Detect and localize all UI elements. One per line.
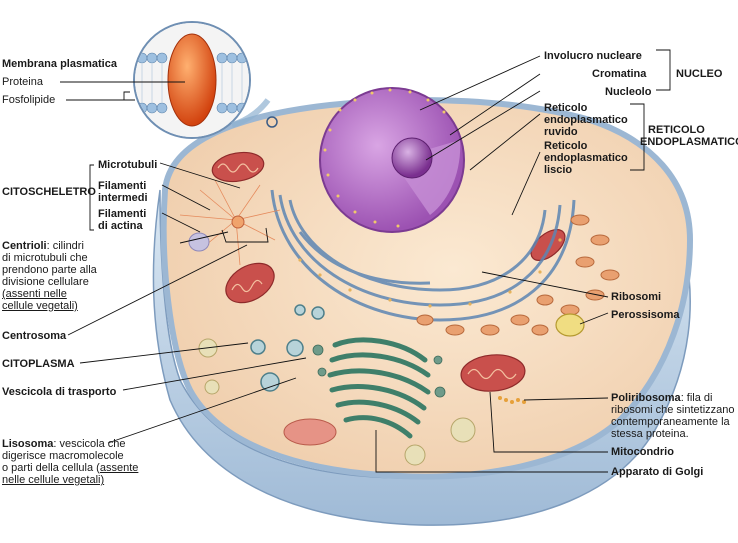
label-citoscheletro: CITOSCHELETRO [2, 186, 96, 198]
label-proteina: Proteina [2, 76, 43, 88]
mitochondrion [530, 229, 566, 261]
leader-lines [60, 49, 671, 473]
label-ribosomi: Ribosomi [611, 291, 662, 303]
label-lisosoma-3: o parti della cellula (assente [2, 462, 139, 474]
polyribosome [498, 396, 526, 404]
label-citoplasma: CITOPLASMA [2, 358, 75, 370]
label-centrioli: Centrioli: cilindri [2, 240, 84, 252]
label-apparato-golgi: Apparato di Golgi [611, 466, 704, 478]
label-nucleolo: Nucleolo [605, 86, 652, 98]
label-filamenti-intermedi-2: intermedi [98, 192, 148, 204]
label-poliribosoma-4: stessa proteina. [611, 428, 689, 440]
membrane-protein [167, 33, 217, 127]
label-mitocondrio: Mitocondrio [611, 446, 674, 458]
transport-vesicles [250, 304, 325, 392]
label-poliribosoma-3: contemporaneamente la [611, 416, 730, 428]
label-rer-2: endoplasmatico [544, 114, 628, 126]
label-vescicola: Vescicola di trasporto [2, 386, 117, 398]
label-involucro-nucleare: Involucro nucleare [544, 50, 642, 62]
label-filamenti-intermedi-1: Filamenti [98, 180, 147, 192]
label-perossisoma: Perossisoma [611, 309, 680, 321]
label-nucleo: NUCLEO [676, 68, 723, 80]
label-reticolo-2: ENDOPLASMATICO [640, 136, 738, 148]
label-rer-1: Reticolo [544, 102, 588, 114]
label-ser-1: Reticolo [544, 140, 588, 152]
label-filamenti-actina-2: di actina [98, 220, 143, 232]
label-reticolo-1: RETICOLO [648, 124, 705, 136]
label-ser-3: liscio [544, 164, 573, 176]
label-centrioli-2: di microtubuli che [2, 252, 88, 264]
label-rer-3: ruvido [544, 126, 578, 138]
label-poliribosoma-2: ribosomi che sintetizzano [611, 404, 735, 416]
label-fosfolipide: Fosfolipide [2, 94, 56, 106]
label-lisosoma-2: digerisce macromolecole [2, 450, 124, 462]
label-cromatina: Cromatina [592, 68, 647, 80]
label-ser-2: endoplasmatico [544, 152, 628, 164]
label-lisosoma: Lisosoma: vescicola che [2, 438, 126, 450]
mitochondrion [225, 262, 275, 304]
lysosome-vesicle [283, 418, 337, 446]
label-centrioli-4: divisione cellulare [2, 276, 89, 288]
label-centrosoma: Centrosoma [2, 330, 67, 342]
endoplasmic-reticulum [270, 189, 576, 322]
label-centrioli-6: cellule vegetali) [2, 300, 78, 312]
label-filamenti-actina-1: Filamenti [98, 208, 147, 220]
nucleolus [391, 137, 433, 179]
peroxisome [555, 313, 585, 337]
label-membrana-plasmatica: Membrana plasmatica [2, 58, 117, 70]
label-lisosoma-4: nelle cellule vegetali) [2, 474, 105, 486]
label-microtubuli: Microtubuli [98, 159, 158, 171]
golgi-apparatus [327, 337, 431, 439]
label-centrioli-3: prendono parte alla [2, 264, 97, 276]
label-centrioli-5: (assenti nelle [2, 288, 67, 300]
centriole [231, 215, 245, 229]
label-poliribosoma: Poliribosoma: fila di [611, 392, 713, 404]
smooth-er [416, 214, 620, 336]
